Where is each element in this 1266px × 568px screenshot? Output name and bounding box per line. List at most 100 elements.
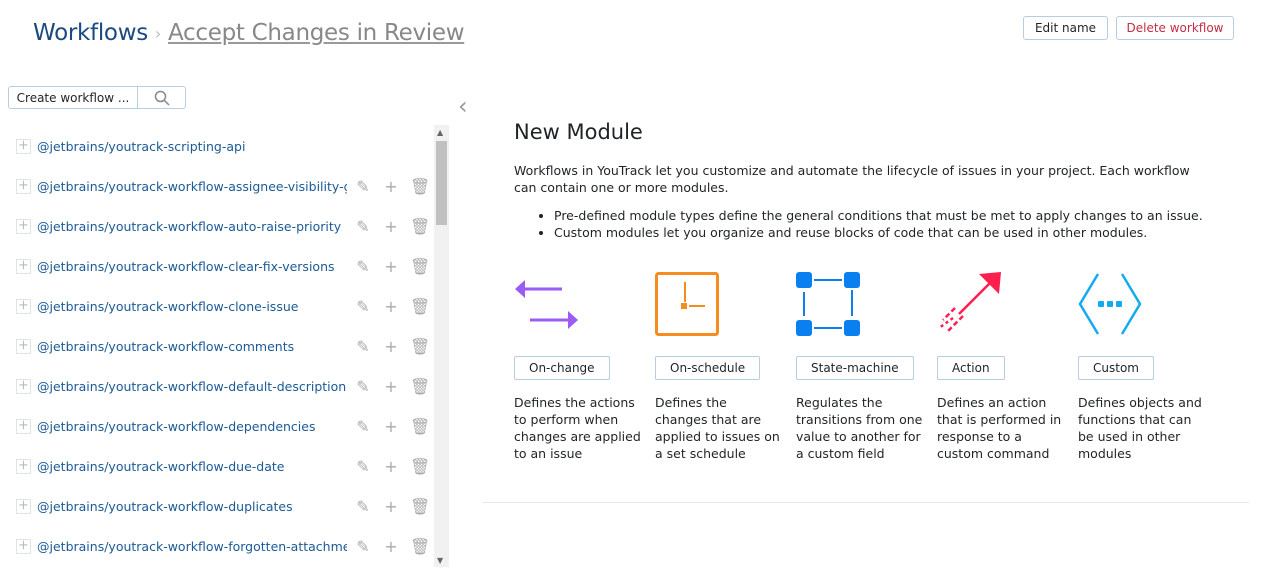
- workflow-name[interactable]: @jetbrains/youtrack-workflow-assignee-vi…: [37, 178, 347, 194]
- expand-icon[interactable]: +: [16, 338, 31, 354]
- scroll-down-icon[interactable]: ▼: [437, 556, 444, 565]
- edit-icon[interactable]: ✎: [356, 376, 370, 396]
- bullet: Pre-defined module types define the gene…: [554, 207, 1214, 224]
- workflow-item[interactable]: + @jetbrains/youtrack-workflow-duplicates…: [0, 486, 432, 526]
- workflow-item[interactable]: + @jetbrains/youtrack-workflow-forgotten-…: [0, 526, 432, 566]
- edit-icon[interactable]: ✎: [356, 456, 370, 476]
- workflow-name[interactable]: @jetbrains/youtrack-workflow-clone-issue: [37, 298, 299, 314]
- trash-icon[interactable]: 🗑︎: [410, 256, 431, 276]
- trash-icon[interactable]: 🗑︎: [410, 176, 431, 196]
- add-icon[interactable]: +: [384, 216, 398, 236]
- module-type-state-machine: State-machine Regulates the transitions …: [796, 272, 937, 462]
- action-arrow-icon: [938, 272, 1001, 333]
- workflow-name[interactable]: @jetbrains/youtrack-workflow-clear-fix-v…: [37, 258, 335, 274]
- workflow-item[interactable]: + @jetbrains/youtrack-workflow-due-date ✎ +…: [0, 446, 432, 486]
- expand-icon[interactable]: +: [16, 538, 31, 554]
- action-button[interactable]: Action: [937, 356, 1005, 380]
- edit-name-button[interactable]: Edit name: [1023, 16, 1108, 40]
- create-workflow-button[interactable]: Create workflow ...: [9, 87, 138, 108]
- state-machine-button[interactable]: State-machine: [796, 356, 914, 380]
- trash-icon[interactable]: 🗑︎: [410, 296, 431, 316]
- add-icon[interactable]: +: [384, 296, 398, 316]
- workflow-item[interactable]: + @jetbrains/youtrack-workflow-clone-issu…: [0, 286, 432, 326]
- workflow-name[interactable]: @jetbrains/youtrack-workflow-duplicates: [37, 498, 293, 514]
- intro-text: Workflows in YouTrack let you customize …: [514, 163, 1190, 195]
- module-types: On-change Defines the actions to perform…: [514, 272, 1219, 462]
- expand-icon[interactable]: +: [16, 498, 31, 514]
- edit-icon[interactable]: ✎: [356, 176, 370, 196]
- add-icon[interactable]: +: [384, 376, 398, 396]
- scrollbar[interactable]: ▲ ▼: [434, 125, 449, 567]
- type-description: Defines an action that is performed in r…: [937, 395, 1062, 461]
- workflow-item[interactable]: + @jetbrains/youtrack-workflow-dependenci…: [0, 406, 432, 446]
- add-icon[interactable]: +: [384, 256, 398, 276]
- divider: [482, 502, 1249, 503]
- on-change-button[interactable]: On-change: [514, 356, 610, 380]
- expand-icon[interactable]: +: [16, 138, 31, 154]
- workflow-item[interactable]: + @jetbrains/youtrack-workflow-clear-fix-…: [0, 246, 432, 286]
- edit-icon[interactable]: ✎: [356, 536, 370, 556]
- type-description: Defines the changes that are applied to …: [655, 395, 780, 461]
- workflow-name[interactable]: @jetbrains/youtrack-workflow-due-date: [37, 458, 285, 474]
- scrollbar-thumb[interactable]: [436, 141, 447, 225]
- workflow-item[interactable]: + @jetbrains/youtrack-workflow-default-de…: [0, 366, 432, 406]
- arrows-swap-icon: [515, 280, 578, 329]
- breadcrumb-current[interactable]: Accept Changes in Review: [168, 20, 465, 46]
- edit-icon[interactable]: ✎: [356, 496, 370, 516]
- workflow-name[interactable]: @jetbrains/youtrack-workflow-comments: [37, 338, 295, 354]
- add-icon[interactable]: +: [384, 456, 398, 476]
- module-type-on-change: On-change Defines the actions to perform…: [514, 272, 655, 462]
- workflow-name[interactable]: @jetbrains/youtrack-workflow-default-des…: [37, 378, 347, 394]
- workflow-item[interactable]: + @jetbrains/youtrack-workflow-comments ✎ +…: [0, 326, 432, 366]
- clock-icon: [655, 272, 719, 336]
- search-button[interactable]: [138, 87, 185, 108]
- create-workflow-group: Create workflow ...: [8, 86, 186, 109]
- custom-button[interactable]: Custom: [1078, 356, 1154, 380]
- trash-icon[interactable]: 🗑︎: [410, 416, 431, 436]
- edit-icon[interactable]: ✎: [356, 336, 370, 356]
- add-icon[interactable]: +: [384, 536, 398, 556]
- expand-icon[interactable]: +: [16, 178, 31, 194]
- edit-icon[interactable]: ✎: [356, 256, 370, 276]
- edit-icon[interactable]: ✎: [356, 216, 370, 236]
- workflow-name[interactable]: @jetbrains/youtrack-workflow-auto-raise-…: [37, 218, 342, 234]
- breadcrumb-workflows[interactable]: Workflows: [33, 20, 148, 46]
- trash-icon[interactable]: 🗑︎: [410, 456, 431, 476]
- trash-icon[interactable]: 🗑︎: [410, 216, 431, 236]
- trash-icon[interactable]: 🗑︎: [410, 536, 431, 556]
- module-type-custom: Custom Defines objects and functions tha…: [1078, 272, 1219, 462]
- expand-icon[interactable]: +: [16, 258, 31, 274]
- workflow-list: + @jetbrains/youtrack-scripting-api + @jetb…: [0, 126, 432, 566]
- workflow-name[interactable]: @jetbrains/youtrack-scripting-api: [37, 138, 246, 154]
- trash-icon[interactable]: 🗑︎: [410, 496, 431, 516]
- expand-icon[interactable]: +: [16, 218, 31, 234]
- edit-icon[interactable]: ✎: [356, 296, 370, 316]
- workflow-item[interactable]: + @jetbrains/youtrack-workflow-assignee-v…: [0, 166, 432, 206]
- workflow-name[interactable]: @jetbrains/youtrack-workflow-dependencie…: [37, 418, 316, 434]
- expand-icon[interactable]: +: [16, 458, 31, 474]
- trash-icon[interactable]: 🗑︎: [410, 376, 431, 396]
- type-description: Defines the actions to perform when chan…: [514, 395, 641, 461]
- expand-icon[interactable]: +: [16, 378, 31, 394]
- module-type-action: Action Defines an action that is perform…: [937, 272, 1078, 462]
- bullet: Custom modules let you organize and reus…: [554, 224, 1214, 241]
- workflow-item[interactable]: + @jetbrains/youtrack-workflow-auto-raise…: [0, 206, 432, 246]
- chevron-right-icon: ›: [154, 23, 162, 43]
- scroll-up-icon[interactable]: ▲: [437, 128, 444, 137]
- workflow-item[interactable]: + @jetbrains/youtrack-scripting-api: [0, 126, 432, 166]
- edit-icon[interactable]: ✎: [356, 416, 370, 436]
- page-title: New Module: [514, 120, 643, 144]
- expand-icon[interactable]: +: [16, 298, 31, 314]
- expand-icon[interactable]: +: [16, 418, 31, 434]
- delete-workflow-button[interactable]: Delete workflow: [1116, 16, 1234, 40]
- code-brackets-icon: [1078, 273, 1142, 335]
- collapse-chevron-icon[interactable]: ‹: [458, 92, 468, 120]
- search-icon: [154, 90, 170, 106]
- add-icon[interactable]: +: [384, 496, 398, 516]
- on-schedule-button[interactable]: On-schedule: [655, 356, 761, 380]
- add-icon[interactable]: +: [384, 336, 398, 356]
- workflow-name[interactable]: @jetbrains/youtrack-workflow-forgotten-a…: [37, 538, 347, 554]
- add-icon[interactable]: +: [384, 176, 398, 196]
- add-icon[interactable]: +: [384, 416, 398, 436]
- trash-icon[interactable]: 🗑︎: [410, 336, 431, 356]
